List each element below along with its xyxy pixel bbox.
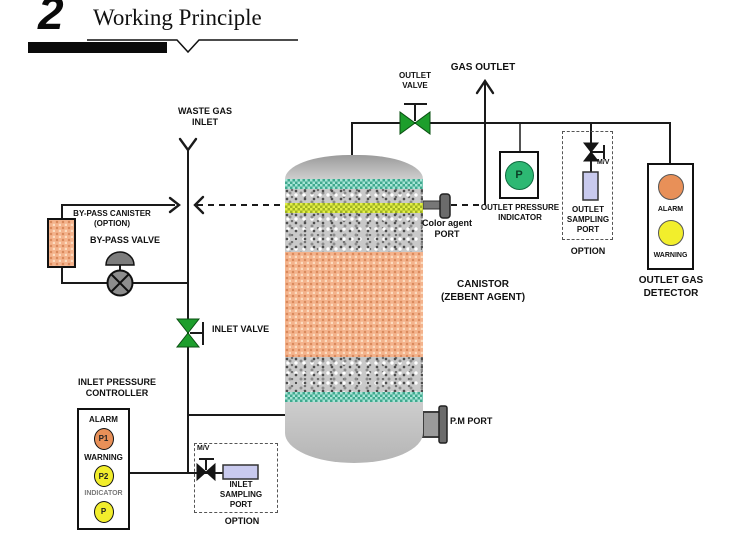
outlet-pipe (351, 122, 671, 163)
inlet-option-label: OPTION (224, 516, 260, 526)
pressure-gauge-icon: P (504, 160, 534, 190)
bypass-arrow-icon (168, 196, 181, 214)
outlet-valve-label: OUTLET VALVE (399, 71, 431, 90)
canister-layer-speckle-3 (285, 357, 423, 392)
pm-port-label: P.M PORT (450, 416, 493, 426)
warning-label: WARNING (653, 252, 688, 260)
inlet-mv-label: M/V (197, 445, 210, 452)
waste-gas-inlet-label: WASTE GAS INLET (177, 106, 232, 128)
inlet-sampling-option-box (194, 443, 278, 513)
bypass-top-pipe (61, 204, 175, 218)
canister-label: CANISTOR (ZEBENT AGENT) (440, 279, 526, 303)
inlet-pressure-controller: ALARM P1 WARNING P2 INDICATOR P (77, 408, 130, 530)
canister-layer-zebent-agent (285, 252, 423, 357)
canister-layer-teal-bottom (285, 392, 423, 402)
section-number: 2 (38, 0, 64, 39)
controller-indicator-label: INDICATOR (84, 490, 123, 498)
alarm-label: ALARM (657, 206, 684, 214)
gauge-p2-icon: P2 (93, 465, 114, 488)
outlet-mv-valve-icon (582, 142, 605, 162)
dashed-arrow-icon (193, 195, 205, 215)
pm-port-icon (422, 405, 448, 444)
waste-gas-inlet-arrow-icon (178, 137, 198, 153)
header-underline (87, 39, 298, 54)
inlet-sampling-port-icon (222, 464, 259, 480)
canister-layer-teal-top (285, 179, 423, 189)
alarm-lamp-icon (657, 173, 684, 200)
controller-alarm-label: ALARM (89, 415, 118, 425)
gauge-p1-icon: P1 (93, 427, 114, 450)
bypass-canister (47, 218, 76, 268)
header-bar (28, 42, 167, 53)
outlet-sampling-port-label: OUTLET SAMPLING PORT (566, 205, 610, 234)
inlet-pressure-controller-label: INLET PRESSURE CONTROLLER (77, 377, 156, 399)
gas-outlet-arrow-icon (475, 78, 495, 95)
outlet-valve-icon (399, 103, 431, 135)
outlet-mv-label: M/V (597, 159, 610, 166)
main-canister (285, 155, 423, 463)
color-agent-port-label: Color agent PORT (421, 218, 472, 240)
canister-layer-color-agent (285, 203, 423, 213)
inlet-sampling-port-label: INLET SAMPLING PORT (219, 480, 263, 509)
bypass-valve-label: BY-PASS VALVE (89, 235, 160, 245)
bypass-canister-label: BY-PASS CANISTER (OPTION) (73, 209, 151, 228)
outlet-sampling-option-box (562, 131, 613, 240)
outlet-gas-detector: ALARM WARNING (647, 163, 694, 270)
inlet-valve-label: INLET VALVE (212, 324, 270, 334)
inlet-valve-icon (175, 318, 204, 348)
outlet-sampling-port-icon (582, 171, 599, 201)
outlet-pressure-indicator: P (499, 151, 539, 199)
color-agent-port-icon (422, 193, 451, 219)
outlet-option-label: OPTION (570, 246, 606, 256)
gas-outlet-label: GAS OUTLET (450, 62, 516, 73)
bypass-valve-icon (105, 251, 135, 297)
bypass-bottom-pipe (61, 268, 188, 284)
outlet-pressure-indicator-label: OUTLET PRESSURE INDICATOR (480, 203, 560, 222)
inlet-mv-valve-icon (196, 458, 216, 482)
canister-layer-speckle-2 (285, 213, 423, 252)
outlet-gas-detector-label: OUTLET GAS DETECTOR (638, 275, 704, 299)
warning-lamp-icon (657, 219, 684, 246)
canister-layer-speckle-1 (285, 189, 423, 203)
canister-bottom (285, 402, 423, 463)
page-title: Working Principle (93, 5, 262, 30)
controller-warning-label: WARNING (84, 452, 123, 462)
canister-dome (285, 155, 423, 179)
gauge-p-icon: P (93, 500, 114, 523)
